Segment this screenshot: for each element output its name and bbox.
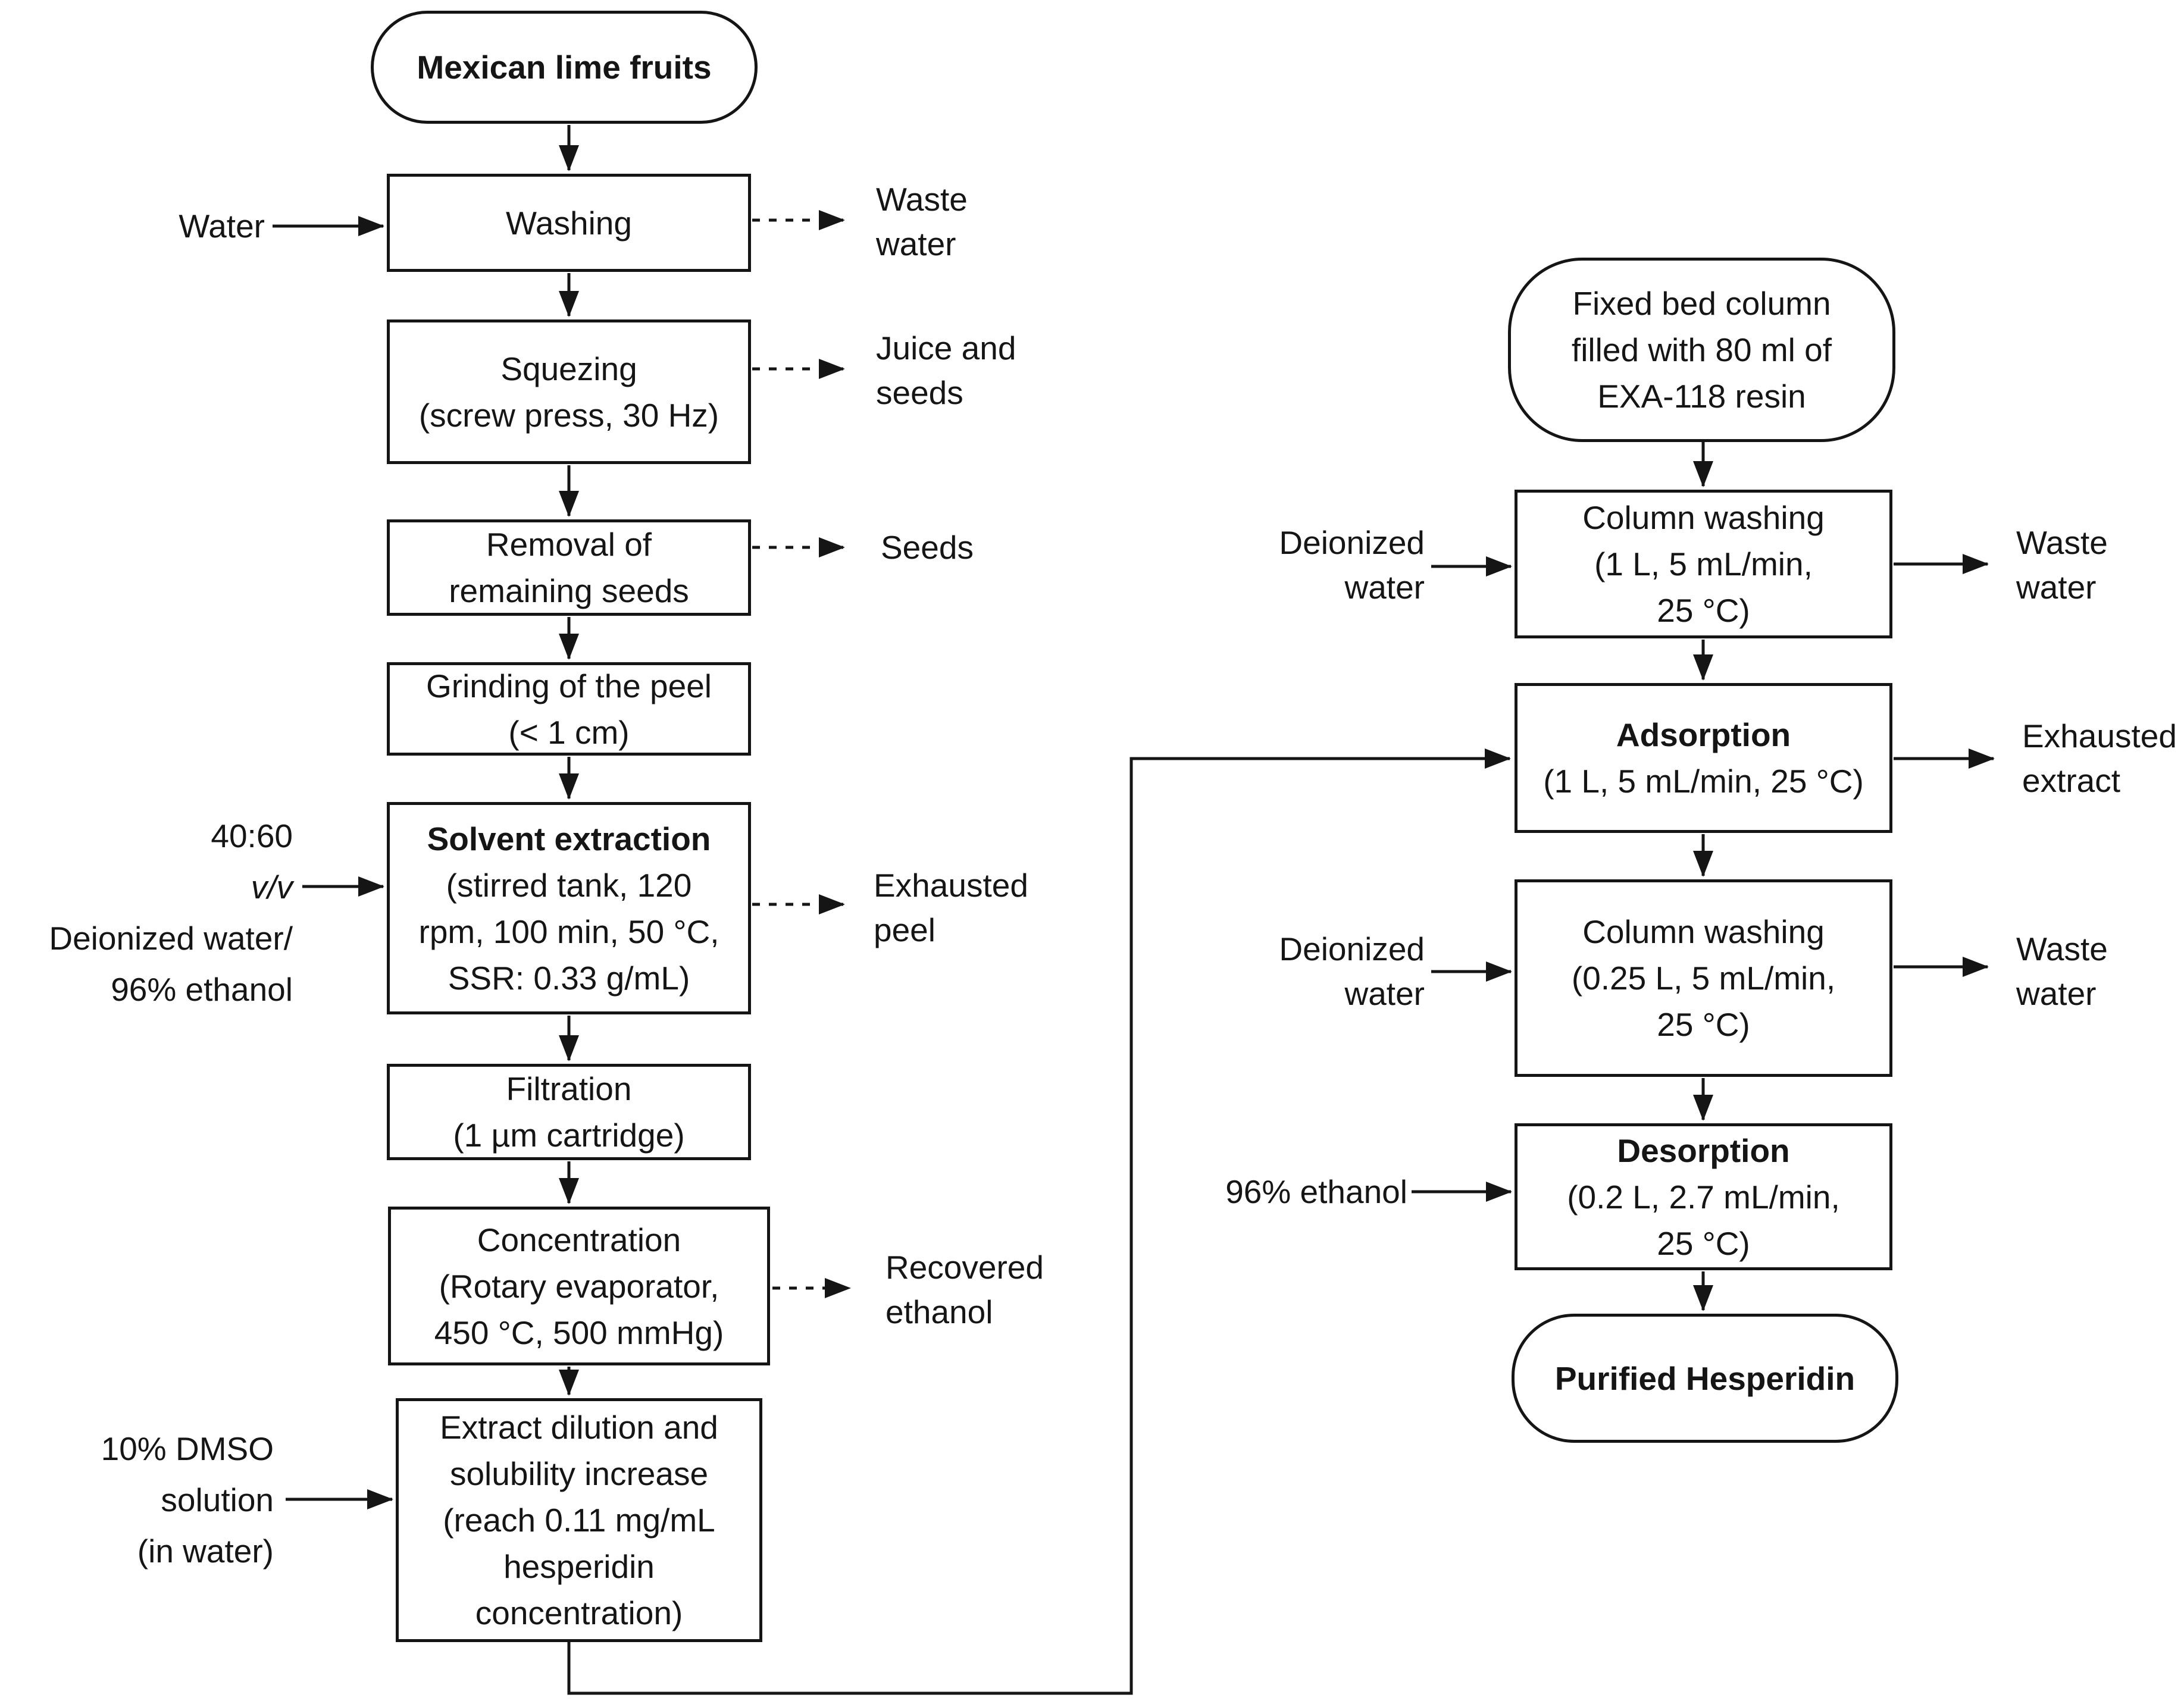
process-washing: Washing (387, 174, 751, 272)
process-label: Squezing (500, 350, 637, 387)
process-title: Adsorption (1616, 716, 1791, 753)
process-label: Removal of (486, 526, 652, 563)
process-solvent-extraction: Solvent extraction (stirred tank, 120 rp… (387, 802, 751, 1014)
process-grinding: Grinding of the peel (< 1 cm) (387, 662, 751, 756)
terminator-label: Fixed bed column (1572, 285, 1831, 322)
output-label-waste-water-1: Waste water (2016, 524, 2108, 606)
process-label: Concentration (477, 1221, 681, 1258)
solvent-ratio-line: 40:60 v/v (211, 817, 293, 906)
process-column-washing-2: Column washing (0.25 L, 5 mL/min, 25 °C) (1515, 879, 1892, 1077)
process-detail: 450 °C, 500 mmHg) (434, 1314, 724, 1351)
input-label-deionized-water-2: Deionized water (1279, 931, 1425, 1012)
process-detail: 25 °C) (1657, 592, 1750, 629)
process-column-washing-1: Column washing (1 L, 5 mL/min, 25 °C) (1515, 490, 1892, 638)
connector-dilution-to-adsorption (567, 748, 1511, 1695)
process-detail: (0.25 L, 5 mL/min, (1571, 960, 1836, 997)
terminator-label: filled with 80 ml of (1571, 331, 1832, 368)
process-detail: 25 °C) (1657, 1006, 1750, 1043)
process-label: Extract dilution and (440, 1409, 718, 1446)
process-detail: (Rotary evaporator, (439, 1267, 719, 1305)
process-label: Grinding of the peel (425, 667, 712, 704)
output-label-exhausted-extract: Exhausted extract (2022, 718, 2177, 799)
output-label-exhausted-peel: Exhausted peel (874, 867, 1028, 948)
process-removal-of-seeds: Removal of remaining seeds (387, 519, 751, 616)
process-squeezing: Squezing (screw press, 30 Hz) (387, 319, 751, 464)
process-detail: (1 L, 5 mL/min, (1594, 546, 1813, 582)
terminator-label: Mexican lime fruits (417, 49, 712, 86)
process-title: Solvent extraction (427, 820, 711, 857)
input-label-ethanol: 96% ethanol (1225, 1173, 1407, 1210)
process-label: Column washing (1582, 499, 1825, 536)
input-label-solvent: 40:60 v/v Deionized water/ 96% ethanol (6, 810, 293, 1015)
process-detail: hesperidin (503, 1548, 655, 1585)
process-label: Filtration (506, 1070, 632, 1107)
process-adsorption: Adsorption (1 L, 5 mL/min, 25 °C) (1515, 683, 1892, 833)
output-label-recovered-ethanol: Recovered ethanol (886, 1249, 1044, 1330)
process-detail: rpm, 100 min, 50 °C, (418, 913, 719, 950)
terminator-fixed-bed-column: Fixed bed column filled with 80 ml of EX… (1508, 258, 1895, 442)
process-detail: (1 µm cartridge) (453, 1117, 685, 1154)
process-detail: (screw press, 30 Hz) (418, 396, 719, 434)
input-label-deionized-water-1: Deionized water (1279, 524, 1425, 606)
terminator-label: EXA-118 resin (1597, 378, 1806, 415)
process-detail: concentration) (475, 1595, 683, 1631)
input-label-dmso: 10% DMSO solution (in water) (101, 1430, 274, 1570)
process-detail: (< 1 cm) (508, 713, 630, 751)
process-label: Washing (506, 204, 632, 242)
output-label-seeds: Seeds (881, 529, 974, 566)
terminator-purified-hesperidin: Purified Hesperidin (1512, 1314, 1898, 1443)
process-detail: (1 L, 5 mL/min, 25 °C) (1543, 763, 1864, 800)
process-title: Desorption (1617, 1132, 1790, 1169)
process-detail: (0.2 L, 2.7 mL/min, (1567, 1178, 1840, 1216)
process-detail: 25 °C) (1657, 1224, 1750, 1262)
process-detail: SSR: 0.33 g/mL) (448, 959, 690, 997)
process-concentration: Concentration (Rotary evaporator, 450 °C… (388, 1207, 770, 1365)
process-extract-dilution: Extract dilution and solubility increase… (396, 1398, 762, 1642)
process-detail: (reach 0.11 mg/mL (443, 1502, 715, 1539)
process-label: solubility increase (449, 1455, 709, 1492)
terminator-label: Purified Hesperidin (1554, 1359, 1856, 1397)
process-filtration: Filtration (1 µm cartridge) (387, 1064, 751, 1160)
output-label-juice-and-seeds: Juice and seeds (876, 330, 1016, 411)
input-label-water: Water (179, 208, 265, 245)
process-desorption: Desorption (0.2 L, 2.7 mL/min, 25 °C) (1515, 1123, 1892, 1270)
process-label: Column washing (1582, 913, 1825, 950)
output-label-waste-water: Waste water (876, 181, 968, 262)
output-label-waste-water-2: Waste water (2016, 931, 2108, 1012)
process-detail: (stirred tank, 120 (446, 866, 692, 904)
process-label: remaining seeds (449, 572, 689, 609)
terminator-mexican-lime-fruits: Mexican lime fruits (371, 11, 758, 124)
